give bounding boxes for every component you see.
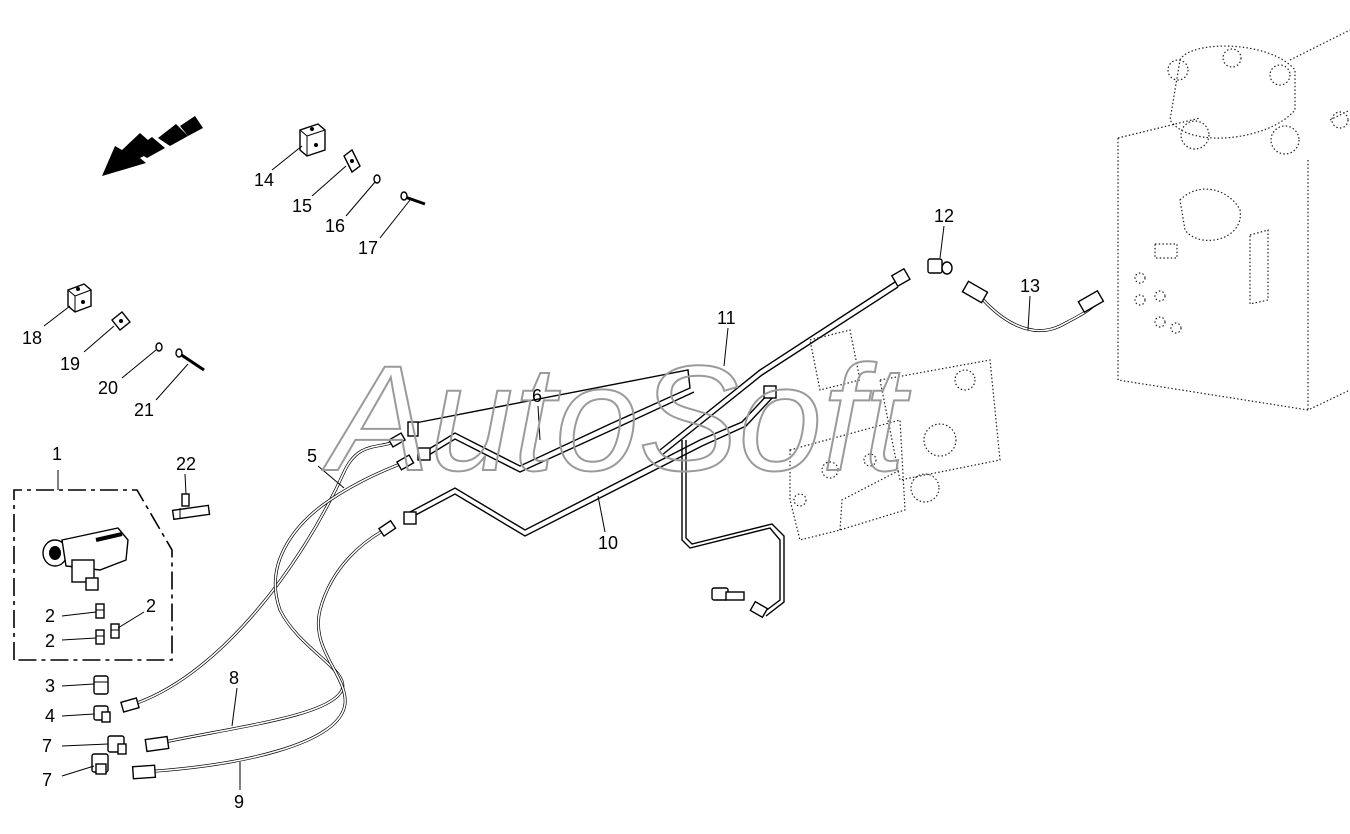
callout-9: 9 [234,792,244,812]
washer-16 [373,174,381,184]
fitting-12 [927,258,953,275]
leader-lines [43,145,1031,790]
direction-arrow-icon [102,116,203,176]
hose-13 [961,280,1105,332]
callout-16: 16 [325,216,345,236]
hose-9 [131,519,397,780]
clamp-plate-15 [343,148,361,174]
callout-17: 17 [358,238,378,258]
callout-14: 14 [254,170,274,190]
callout-22: 22 [176,454,196,474]
fitting-2c [95,629,105,645]
assembly-1-boundary [13,489,173,661]
callout-21: 21 [134,400,154,420]
tee-7b [91,753,109,775]
callout-2c: 2 [45,631,55,651]
callout-8: 8 [229,668,239,688]
pipe-10 [403,385,777,537]
hose-8 [144,454,415,753]
callout-5: 5 [307,446,317,466]
tee-7a [107,735,127,755]
callout-6: 6 [532,386,542,406]
elbow-4 [93,705,111,723]
clamp-block-18 [67,283,92,313]
callout-15: 15 [292,196,312,216]
callout-3: 3 [45,676,55,696]
callout-20: 20 [98,378,118,398]
fitting-2b [110,623,120,639]
callout-18: 18 [22,328,42,348]
pipe-drop [681,440,785,619]
callout-13: 13 [1020,276,1040,296]
clamp-block-14 [299,123,326,157]
washer-20 [155,342,163,352]
fitting-22 [171,493,211,521]
callout-4: 4 [45,706,55,726]
callout-19: 19 [60,354,80,374]
fitting-2a [95,603,105,619]
pipe-6 [407,369,695,473]
hydraulic-tank [1117,29,1350,411]
callout-7a: 7 [42,736,52,756]
bolt-21 [175,348,205,372]
bolt-17 [400,191,426,206]
callout-labels: 1 2 2 2 3 4 5 6 7 7 8 9 10 11 12 13 14 1… [22,170,1040,812]
callout-10: 10 [598,533,618,553]
fitting-3 [93,675,109,695]
watermark-text: AutoSoft [322,334,911,502]
callout-2a: 2 [45,606,55,626]
valve-assembly-1 [42,527,129,591]
callout-7b: 7 [42,770,52,790]
pipe-11 [659,267,911,456]
control-valve-block [789,329,1001,541]
callout-1: 1 [52,444,62,464]
elbow-fitting [711,587,745,601]
clamp-plate-19 [111,311,131,331]
callout-11: 11 [717,308,736,328]
callout-12: 12 [934,206,954,226]
callout-2b: 2 [146,596,156,616]
hose-5 [120,432,407,713]
